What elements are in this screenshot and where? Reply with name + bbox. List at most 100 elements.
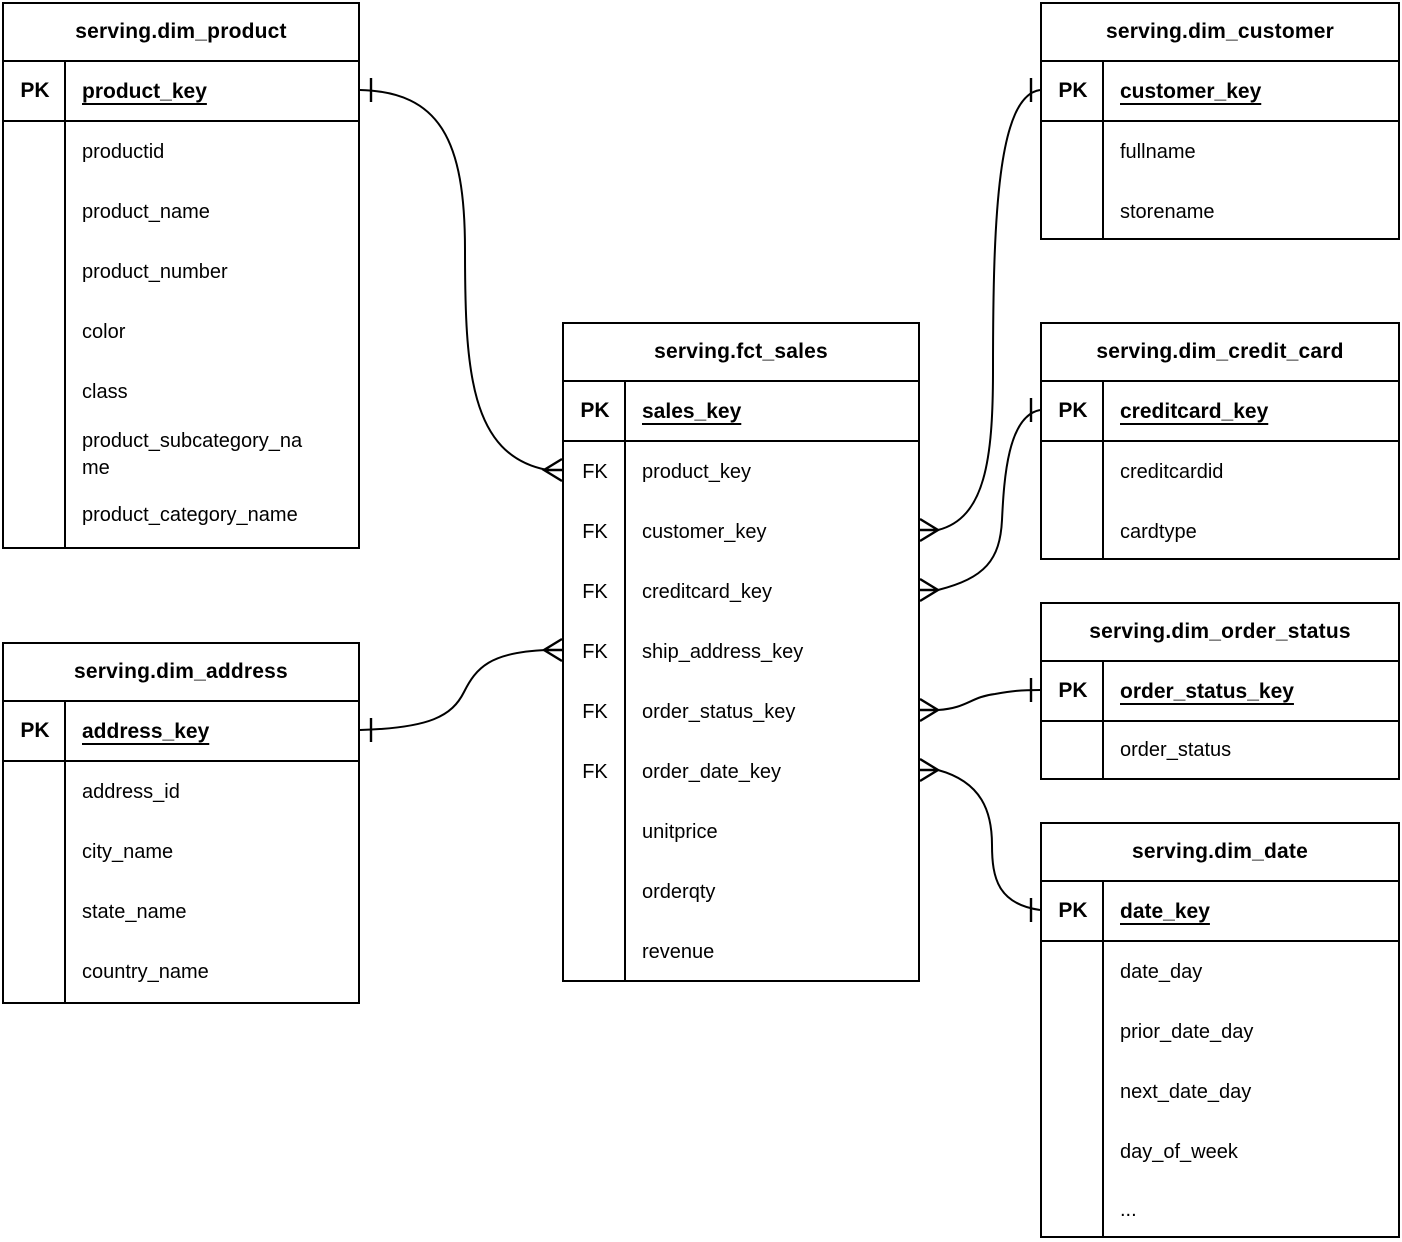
field-row: product_number <box>4 242 358 302</box>
field-row: unitprice <box>564 802 918 862</box>
field-row: country_name <box>4 942 358 1002</box>
field-row: orderqty <box>564 862 918 922</box>
field-name: next_date_day <box>1120 1080 1252 1103</box>
pk-row: PK customer_key <box>1042 62 1398 122</box>
field-name: revenue <box>642 940 715 963</box>
relationship-line <box>937 409 1041 591</box>
relationship-fct-sales-customer <box>919 78 1041 543</box>
field-row: prior_date_day <box>1042 1002 1398 1062</box>
crow-foot-many-marker <box>541 457 563 483</box>
field-name: prior_date_day <box>1120 1020 1254 1043</box>
field-name: cardtype <box>1120 520 1197 543</box>
pk-tag: PK <box>1058 79 1088 102</box>
field-row: product_name <box>4 182 358 242</box>
relationship-fct-sales-credit-card <box>919 398 1041 603</box>
field-tag <box>1042 1182 1104 1236</box>
pk-field-name: customer_key <box>1120 79 1262 103</box>
field-tag <box>1042 1002 1104 1062</box>
field-row: productid <box>4 122 358 182</box>
table-title: serving.fct_sales <box>564 324 918 382</box>
field-row: FK product_key <box>564 442 918 502</box>
table-dim-customer: serving.dim_customer PK customer_key ful… <box>1040 2 1400 240</box>
field-name: product_key <box>642 460 751 483</box>
field-tag <box>4 302 66 362</box>
field-row: day_of_week <box>1042 1122 1398 1182</box>
field-name: productid <box>82 140 165 163</box>
pk-row: PK sales_key <box>564 382 918 442</box>
field-tag-fk: FK <box>582 580 608 603</box>
field-tag-fk: FK <box>582 640 608 663</box>
pk-field-name: address_key <box>82 719 210 743</box>
key-column-divider <box>64 62 66 547</box>
field-tag-fk: FK <box>582 760 608 783</box>
relationship-fct-sales-product <box>359 78 563 483</box>
relationship-line <box>937 89 1041 531</box>
pk-row: PK product_key <box>4 62 358 122</box>
relationship-line <box>937 769 1041 911</box>
pk-row: PK order_status_key <box>1042 662 1398 722</box>
key-column-divider <box>64 702 66 1002</box>
field-name: city_name <box>82 840 174 863</box>
field-name: product_category_name <box>82 503 298 526</box>
table-title: serving.dim_order_status <box>1042 604 1398 662</box>
crow-foot-many-marker <box>919 517 941 543</box>
pk-row: PK address_key <box>4 702 358 762</box>
key-column-divider <box>1102 882 1104 1236</box>
field-name: unitprice <box>642 820 718 843</box>
pk-tag: PK <box>580 399 610 422</box>
key-column-divider <box>1102 662 1104 778</box>
pk-row: PK creditcard_key <box>1042 382 1398 442</box>
table-dim-address: serving.dim_address PK address_key addre… <box>2 642 360 1004</box>
field-name: fullname <box>1120 140 1196 163</box>
table-title: serving.dim_date <box>1042 824 1398 882</box>
field-tag <box>4 942 66 1002</box>
field-name: address_id <box>82 780 180 803</box>
field-name: storename <box>1120 200 1215 223</box>
relationship-line <box>359 649 548 731</box>
relationship-line <box>937 689 1041 711</box>
field-name: orderqty <box>642 880 716 903</box>
field-row: date_day <box>1042 942 1398 1002</box>
field-tag <box>564 922 626 980</box>
field-name: customer_key <box>642 520 767 543</box>
field-name: country_name <box>82 960 209 983</box>
field-tag <box>4 822 66 882</box>
field-row: city_name <box>4 822 358 882</box>
table-dim-product: serving.dim_product PK product_key produ… <box>2 2 360 549</box>
relationship-fct-sales-order-status <box>919 678 1041 723</box>
field-name: state_name <box>82 900 187 923</box>
field-row: storename <box>1042 182 1398 238</box>
field-name: day_of_week <box>1120 1140 1238 1163</box>
field-name: class <box>82 380 128 403</box>
crow-foot-many-marker <box>919 697 941 723</box>
field-row: color <box>4 302 358 362</box>
relationship-fct-sales-date <box>919 757 1041 922</box>
key-column-divider <box>1102 382 1104 558</box>
pk-row: PK date_key <box>1042 882 1398 942</box>
field-tag-fk: FK <box>582 520 608 543</box>
crow-foot-many-marker <box>919 757 941 783</box>
field-name: creditcardid <box>1120 460 1224 483</box>
field-name-ellipsis: ... <box>1120 1198 1137 1221</box>
field-name: order_status_key <box>642 700 796 723</box>
field-tag <box>564 802 626 862</box>
field-tag <box>1042 502 1104 558</box>
relationship-line <box>359 89 548 471</box>
field-tag <box>1042 182 1104 238</box>
field-row: class <box>4 362 358 422</box>
field-name: product_number <box>82 260 228 283</box>
field-tag <box>1042 1062 1104 1122</box>
field-name: product_subcategory_name <box>82 430 303 479</box>
field-tag <box>1042 942 1104 1002</box>
field-tag <box>4 362 66 422</box>
table-dim-credit-card: serving.dim_credit_card PK creditcard_ke… <box>1040 322 1400 560</box>
crow-foot-many-marker <box>541 637 563 663</box>
table-title: serving.dim_address <box>4 644 358 702</box>
field-tag <box>1042 122 1104 182</box>
key-column-divider <box>624 382 626 980</box>
field-tag <box>564 862 626 922</box>
field-tag <box>4 182 66 242</box>
table-title: serving.dim_credit_card <box>1042 324 1398 382</box>
pk-tag: PK <box>20 719 50 742</box>
